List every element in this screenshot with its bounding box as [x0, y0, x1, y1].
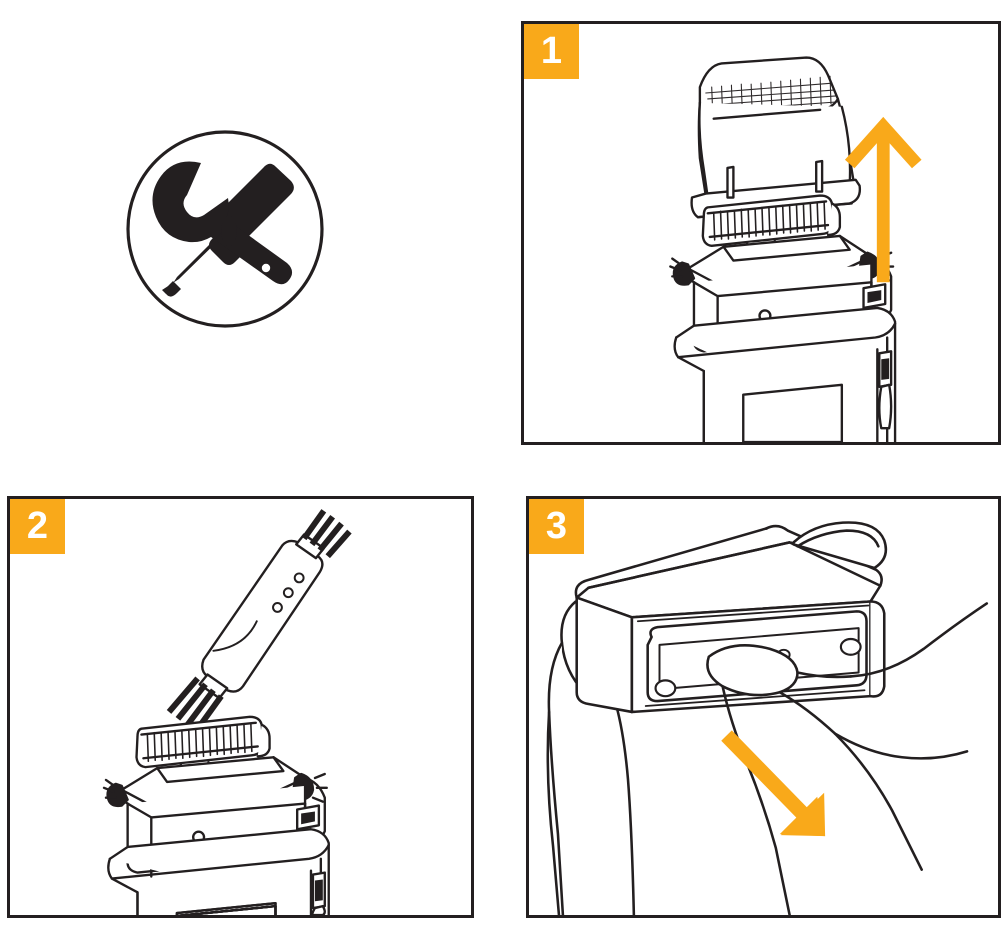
screwdriver-handle-hole [261, 263, 271, 273]
panel-1-illustration [524, 24, 998, 442]
icon-outline-circle [126, 130, 324, 328]
panel-2-illustration [10, 499, 471, 915]
step-panel-1: 1 [521, 21, 1001, 445]
shaver-body [107, 828, 330, 915]
step-badge-3: 3 [529, 499, 584, 554]
tool-joint [221, 214, 237, 248]
cleaning-brush [166, 509, 352, 734]
panel-3-illustration [529, 499, 998, 915]
tools-icon-block [125, 129, 325, 329]
foil-frame-hands-drawing [546, 521, 989, 915]
shaver-body [673, 306, 897, 442]
wrench-icon [152, 161, 293, 285]
brush-cleaning-drawing [102, 509, 352, 915]
up-arrow [844, 116, 922, 283]
right-hand [706, 521, 989, 915]
screwdriver-shaft-icon [162, 228, 229, 297]
step-panel-2: 2 [7, 496, 474, 918]
foil-head [690, 56, 862, 219]
diagonal-arrow [721, 730, 826, 837]
step-panel-3: 3 [526, 496, 1001, 918]
tools-circle-icon [126, 130, 324, 328]
step-badge-2: 2 [10, 499, 65, 554]
step-badge-1: 1 [524, 24, 579, 79]
cutter-blade [701, 194, 842, 265]
foil-head-removal-drawing [669, 56, 922, 442]
